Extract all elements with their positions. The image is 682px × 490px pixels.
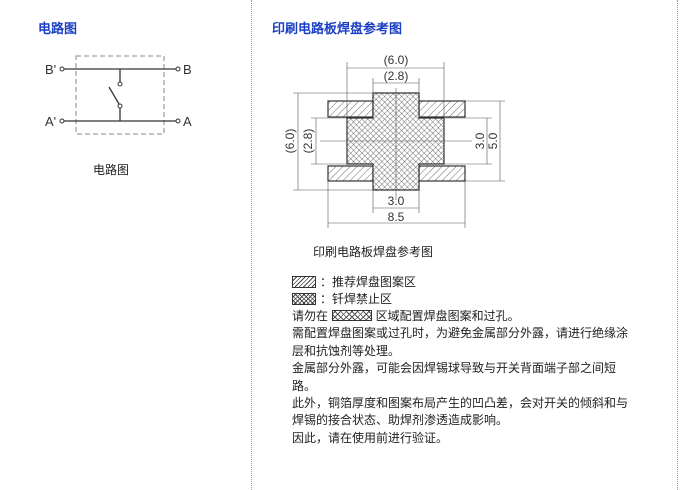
pad-bottom-left	[327, 165, 374, 182]
dim-left-outer: (6.0)	[283, 129, 297, 154]
note-4: 此外，铜箔厚度和图案布局产生的凹凸差，会对开关的倾斜和与焊锡的接合状态、助焊剂渗…	[292, 396, 629, 428]
crosshatch-swatch-icon	[292, 292, 316, 305]
circuit-diagram: B' B A' A	[45, 55, 192, 135]
circuit-title: 电路图	[38, 22, 78, 37]
notes: 请勿在 区域配置焊盘图案和过孔。 需配置焊盘图案或过孔时，为避免金属部分外露，请…	[292, 308, 632, 447]
pad-title: 印刷电路板焊盘参考图	[272, 22, 403, 37]
legend-prohibited-label: ：钎焊禁止区	[320, 292, 393, 306]
legend-prohibited: ：钎焊禁止区	[292, 290, 392, 307]
dim-bottom-inner: 3.0	[388, 194, 405, 208]
note-1a: 请勿在	[292, 309, 329, 323]
label-a-prime: A'	[45, 114, 56, 129]
pad-caption: 印刷电路板焊盘参考图	[313, 245, 434, 259]
note-5: 因此，请在使用前进行验证。	[292, 430, 449, 445]
crosshatch-inline-icon	[331, 310, 372, 321]
dim-left-inner: (2.8)	[301, 129, 315, 154]
dim-top-outer: (6.0)	[384, 53, 409, 67]
dim-right-inner: 3.0	[473, 132, 487, 149]
label-b-prime: B'	[45, 62, 56, 77]
pad-top-right	[418, 100, 466, 118]
divider-right	[677, 0, 678, 490]
circuit-caption: 电路图	[93, 163, 130, 177]
dim-right-outer: 5.0	[486, 132, 500, 149]
note-3: 金属部分外露，可能会因焊锡球导致与开关背面端子部之间短路。	[292, 361, 617, 393]
pad-bottom-right	[418, 165, 466, 182]
dim-bottom-outer: 8.5	[388, 210, 405, 224]
note-1b: 区域配置焊盘图案和过孔。	[375, 309, 520, 323]
note-2: 需配置焊盘图案或过孔时，为避免金属部分外露，请进行绝缘涂层和抗蚀剂等处理。	[292, 326, 629, 358]
divider	[251, 0, 252, 490]
legend-recommended-label: ：推荐焊盘图案区	[320, 275, 417, 289]
note-1: 请勿在 区域配置焊盘图案和过孔。	[292, 308, 632, 325]
pad-top-left	[327, 100, 374, 118]
label-b: B	[183, 62, 192, 77]
dashed-box	[75, 55, 165, 135]
pad-diagram: (6.0) (2.8) 3.0 8.5 (6.0) (2.8) 3.0 5.0	[283, 53, 505, 228]
label-a: A	[183, 114, 192, 129]
hatch-swatch-icon	[292, 275, 316, 288]
dim-top-inner: (2.8)	[384, 69, 409, 83]
legend-recommended: ：推荐焊盘图案区	[292, 273, 416, 290]
